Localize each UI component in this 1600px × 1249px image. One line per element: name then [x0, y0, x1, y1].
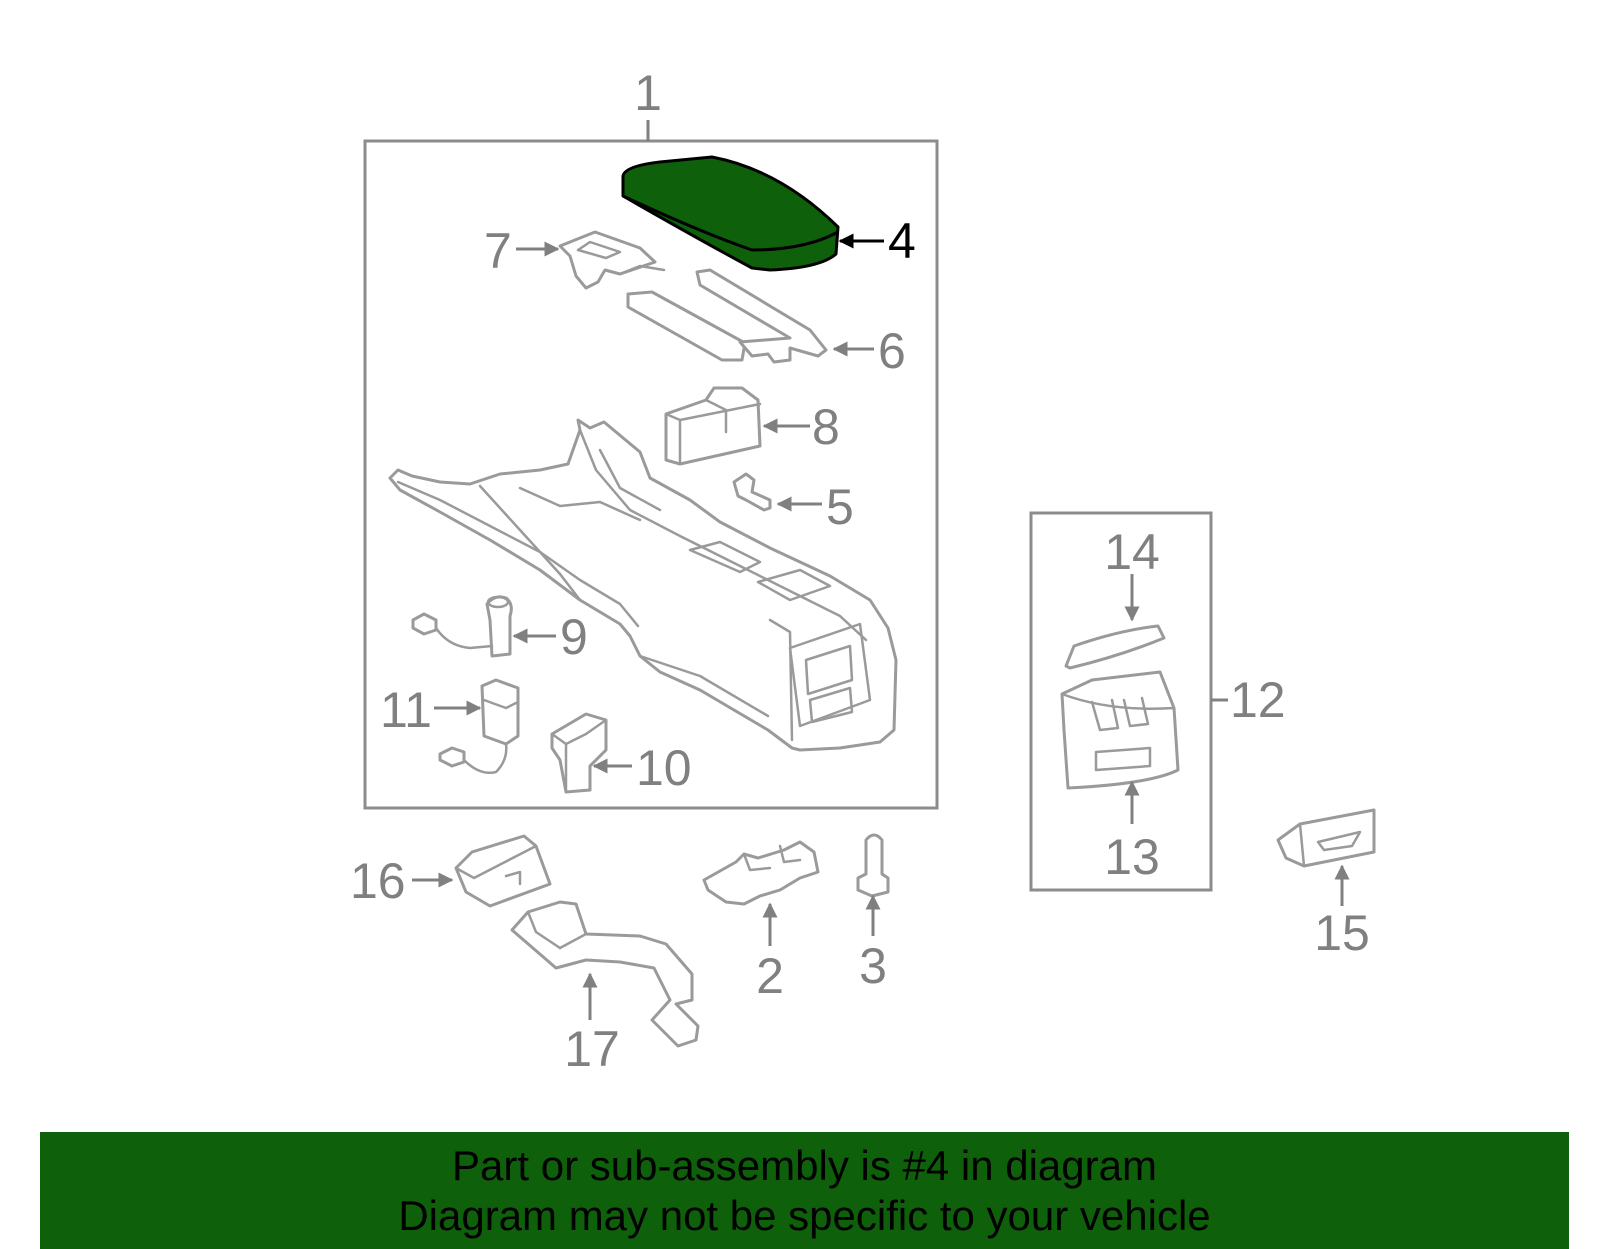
- callout-16: 16: [350, 853, 406, 909]
- part-16-tray[interactable]: [454, 834, 552, 908]
- assembly-1-box: [363, 139, 939, 810]
- callout-17: 17: [564, 1021, 620, 1077]
- callout-5: 5: [826, 479, 854, 535]
- callout-1: 1: [634, 65, 662, 121]
- part-15-housing[interactable]: [1276, 808, 1376, 868]
- callout-4: 4: [888, 213, 916, 269]
- part-2-bracket[interactable]: [702, 840, 820, 906]
- callout-9: 9: [560, 609, 588, 665]
- console-body: [388, 418, 898, 752]
- part-3-screw[interactable]: [856, 833, 890, 898]
- callout-14: 14: [1104, 524, 1160, 580]
- callout-12: 12: [1230, 672, 1286, 728]
- part-9-power-socket[interactable]: [411, 595, 513, 658]
- callout-8: 8: [812, 399, 840, 455]
- callout-7: 7: [484, 223, 512, 279]
- part-13-switch-housing[interactable]: [1060, 670, 1180, 790]
- part-10-bracket[interactable]: [550, 712, 608, 794]
- part-6-trim-frame[interactable]: [626, 268, 828, 364]
- banner-line-1: Part or sub-assembly is #4 in diagram: [452, 1141, 1157, 1189]
- part-8-box-insert[interactable]: [664, 386, 762, 466]
- part-11-usb-port[interactable]: [438, 678, 520, 774]
- info-banner: Part or sub-assembly is #4 in diagram Di…: [40, 1132, 1569, 1249]
- banner-line-2: Diagram may not be specific to your vehi…: [398, 1191, 1211, 1239]
- callout-15: 15: [1314, 905, 1370, 961]
- callout-3: 3: [859, 938, 887, 994]
- callout-10: 10: [636, 740, 692, 796]
- part-4-console-lid[interactable]: [621, 155, 840, 272]
- part-17-duct[interactable]: [510, 900, 700, 1048]
- callout-11: 11: [380, 682, 432, 738]
- callout-6: 6: [878, 323, 906, 379]
- callout-2: 2: [756, 948, 784, 1004]
- part-5-clip[interactable]: [732, 472, 772, 512]
- part-14-bezel-top[interactable]: [1064, 624, 1166, 670]
- callout-13: 13: [1104, 829, 1160, 885]
- part-7-hinge-bracket[interactable]: [558, 230, 666, 290]
